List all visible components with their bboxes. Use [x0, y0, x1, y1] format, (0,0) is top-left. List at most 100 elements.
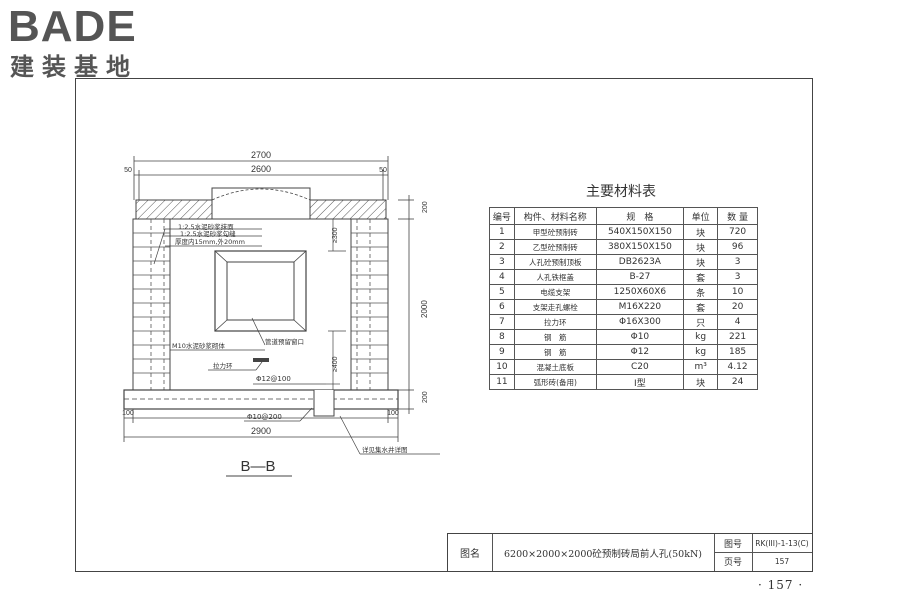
cell-spec: I型 [595, 374, 685, 390]
col-header-no: 编号 [489, 207, 515, 225]
cell-name: 弧形砖(备用) [513, 374, 597, 390]
cell-name: 人孔砼预制顶板 [513, 254, 597, 270]
pipe-opening-window [214, 250, 307, 332]
dim-right-top: 200 [422, 201, 429, 213]
cell-spec: 380X150X150 [595, 239, 685, 255]
cell-unit: 块 [683, 254, 719, 270]
cell-name: 拉力环 [513, 314, 597, 330]
cell-unit: 块 [683, 374, 719, 390]
dim-top-left: 50 [124, 167, 132, 174]
figure-number-label: 图号 [714, 534, 753, 553]
note-rebar-wall: Φ12@100 [256, 375, 291, 383]
left-wall [132, 218, 171, 391]
cell-name: 电缆支架 [513, 284, 597, 300]
cell-spec: DB2623A [595, 254, 685, 270]
drawing-title: 6200×2000×2000砼预制砖局前人孔(50kN) [492, 534, 715, 571]
cell-qty: 720 [717, 224, 758, 240]
cell-spec: Φ16X300 [595, 314, 685, 330]
dim-bottom-left: 100 [122, 410, 134, 417]
roof-slab [135, 187, 387, 220]
cell-unit: 套 [683, 299, 719, 315]
dim-inner-lower: ≥400 [332, 356, 339, 372]
logo-subtitle: 建装基地 [10, 53, 138, 81]
cell-spec: 1250X60X6 [595, 284, 685, 300]
cell-spec: Φ10 [595, 329, 685, 345]
cell-name: 甲型砼预制砖 [513, 224, 597, 240]
title-block-label: 图名 [448, 534, 493, 571]
top-dimensions [133, 156, 389, 200]
materials-header-row: 编号 构件、材料名称 规 格 单位 数 量 [489, 207, 758, 225]
cell-qty: 96 [717, 239, 758, 255]
dim-inner-upper: ≥300 [332, 227, 339, 243]
cell-qty: 24 [717, 374, 758, 390]
note-ring: 拉力环 [213, 361, 233, 370]
dim-top-right: 50 [379, 167, 387, 174]
cell-qty: 10 [717, 284, 758, 300]
figure-number-value: RK(III)-1-13(C) [752, 534, 812, 553]
cell-qty: 20 [717, 299, 758, 315]
cell-unit: kg [683, 329, 719, 345]
right-dim-lines [398, 195, 414, 414]
logo-wordmark: BADE [8, 2, 137, 51]
tension-ring-mark [253, 358, 269, 362]
cell-no: 6 [489, 299, 515, 315]
cell-no: 3 [489, 254, 515, 270]
cell-name: 钢 筋 [513, 329, 597, 345]
cell-no: 11 [489, 374, 515, 390]
page-number-label: 页号 [714, 552, 753, 571]
col-header-qty: 数 量 [717, 207, 758, 225]
cell-no: 4 [489, 269, 515, 285]
col-header-name: 构件、材料名称 [513, 207, 597, 225]
bottom-dim-lines [123, 409, 399, 442]
brand-logo: BADE 建装基地 [8, 2, 178, 82]
floor-slab [123, 389, 399, 417]
cell-name: 钢 筋 [513, 344, 597, 360]
section-label: B—B [240, 458, 275, 475]
note-mortar-joint: 1:2.5水泥砂浆勾缝 [180, 229, 236, 238]
note-mortar-face: 1:2.5水泥砂浆抹面 [178, 222, 234, 231]
cell-name: 支架走孔螺栓 [513, 299, 597, 315]
cell-qty: 185 [717, 344, 758, 360]
col-header-unit: 单位 [683, 207, 719, 225]
cell-no: 7 [489, 314, 515, 330]
dim-bottom-overall: 2900 [251, 426, 271, 436]
cell-name: 混凝土底板 [513, 359, 597, 375]
cell-qty: 3 [717, 269, 758, 285]
cell-spec: Φ12 [595, 344, 685, 360]
cell-qty: 4.12 [717, 359, 758, 375]
dim-top-overall: 2700 [251, 150, 271, 160]
cell-no: 1 [489, 224, 515, 240]
leader-lines [153, 228, 440, 455]
cell-unit: 条 [683, 284, 719, 300]
cell-spec: M16X220 [595, 299, 685, 315]
note-pipe-opening: 管道预留窗口 [265, 337, 304, 346]
note-thickness: 厚度内15mm,外20mm [175, 237, 245, 246]
cell-no: 2 [489, 239, 515, 255]
cell-qty: 221 [717, 329, 758, 345]
cell-spec: 540X150X150 [595, 224, 685, 240]
note-masonry: M10水泥砂浆砌体 [172, 341, 225, 350]
cell-no: 8 [489, 329, 515, 345]
cell-unit: kg [683, 344, 719, 360]
cell-spec: C20 [595, 359, 685, 375]
cell-no: 9 [489, 344, 515, 360]
dim-top-inner: 2600 [251, 164, 271, 174]
cell-qty: 3 [717, 254, 758, 270]
cell-unit: m³ [683, 359, 719, 375]
cell-unit: 块 [683, 239, 719, 255]
title-block: 图名 6200×2000×2000砼预制砖局前人孔(50kN) 图号 RK(II… [447, 533, 813, 572]
cell-unit: 只 [683, 314, 719, 330]
cell-name: 乙型砼预制砖 [513, 239, 597, 255]
dim-right-mid: 2000 [420, 300, 429, 318]
cell-unit: 块 [683, 224, 719, 240]
